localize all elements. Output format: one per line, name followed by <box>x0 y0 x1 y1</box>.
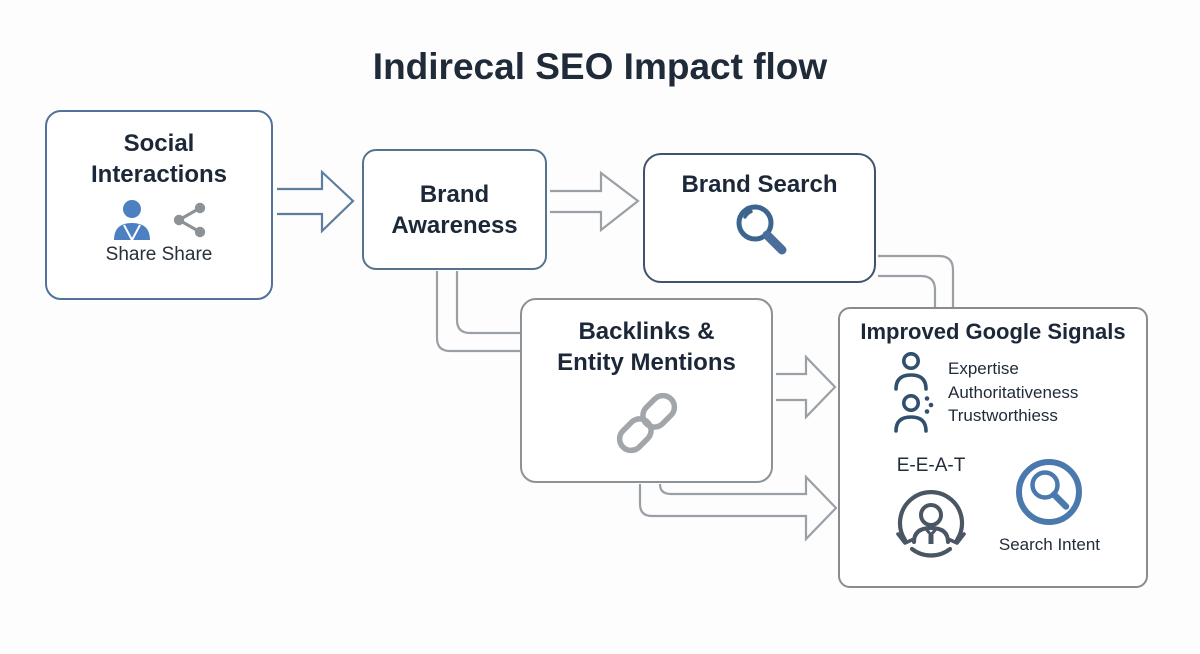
node-social-label: Social Interactions <box>90 130 228 188</box>
eat-item-trustworthiess: Trustworthiess <box>948 406 1058 425</box>
magnifier-icon <box>736 204 786 255</box>
node-backlinks: Backlinks & Entity Mentions <box>520 298 773 483</box>
signals-user-icons <box>892 351 936 433</box>
connector-search-to-signals-inner <box>878 274 937 308</box>
diagram-title: Indirecal SEO Impact flow <box>372 46 828 87</box>
eat-item-expertise: Expertise <box>948 359 1019 378</box>
user-icon <box>894 352 928 391</box>
node-social-interactions: Social Interactions Share Share <box>45 110 273 300</box>
chain-link-icon <box>616 392 677 454</box>
signals-eat-list: Expertise Authoritativeness Trustworthie… <box>948 357 1078 428</box>
search-intent-group: Search Intent <box>999 455 1100 565</box>
social-caption: Share Share <box>105 244 213 265</box>
arrow-backlinks-to-signals-bottom <box>638 474 838 542</box>
eeat-label: E-E-A-T <box>896 455 966 476</box>
node-improved-google-signals: Improved Google Signals Expertise Author… <box>838 307 1148 588</box>
connector-awareness-to-backlinks-outer <box>435 271 521 353</box>
node-backlinks-label: Backlinks & Entity Mentions <box>557 318 736 376</box>
node-awareness-label: Brand Awareness <box>391 180 518 239</box>
arrow-awareness-to-search <box>550 170 640 233</box>
node-brand-awareness: Brand Awareness <box>362 149 547 270</box>
user-dots-icon <box>894 394 934 433</box>
arrow-social-to-awareness <box>277 169 355 234</box>
arrow-backlinks-to-signals <box>776 354 837 420</box>
eat-item-authoritativeness: Authoritativeness <box>948 382 1079 402</box>
social-icons-row <box>109 198 209 242</box>
share-icon <box>173 202 206 238</box>
person-cycle-icon <box>896 490 966 558</box>
node-signals-label: Improved Google Signals <box>860 319 1126 344</box>
signals-bottom-row: E-E-A-T Search Intent <box>852 455 1134 565</box>
node-search-label: Brand Search <box>681 171 838 198</box>
signals-eat-row: Expertise Authoritativeness Trustworthie… <box>852 351 1134 433</box>
person-icon <box>114 200 150 241</box>
search-intent-magnifier-icon <box>1016 459 1083 525</box>
node-brand-search: Brand Search <box>643 153 876 283</box>
search-intent-label: Search Intent <box>998 535 1100 554</box>
eeat-group: E-E-A-T <box>888 455 974 565</box>
connector-search-to-signals-outer <box>878 254 955 308</box>
connector-awareness-to-backlinks-inner <box>455 271 521 335</box>
